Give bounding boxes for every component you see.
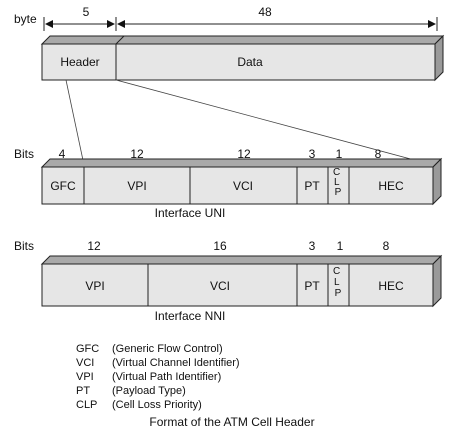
nni-bits-pt: 3 [309, 239, 316, 253]
nni-field-vci: VCI [210, 279, 230, 293]
uni-field-hec: HEC [378, 179, 404, 193]
nni-field-hec: HEC [378, 279, 404, 293]
uni-field-clp: C L P [333, 167, 343, 198]
nni-bits-vci: 16 [213, 239, 227, 253]
nni-box-front-face [41, 263, 434, 307]
expansion-line-right [115, 79, 434, 166]
nni-clp-c: C [333, 266, 340, 277]
uni-field-vpi: VPI [127, 179, 146, 193]
expansion-line-left [65, 79, 85, 166]
uni-clp-l: L [334, 177, 340, 188]
uni-bits-vci: 12 [237, 147, 251, 161]
data-label: Data [237, 55, 263, 69]
nni-caption: Interface NNI [155, 309, 226, 323]
legend-desc-vci: (Virtual Channel Identifier) [112, 357, 240, 369]
nni-bits-hec: 8 [383, 239, 390, 253]
uni-field-pt: PT [304, 179, 320, 193]
uni-box-front-face [41, 166, 434, 205]
uni-clp-c: C [333, 167, 340, 178]
nni-field-pt: PT [304, 279, 320, 293]
nni-clp-p: P [335, 288, 342, 299]
nni-bits-vpi: 12 [87, 239, 101, 253]
uni-bits-vpi: 12 [130, 147, 144, 161]
header-label: Header [60, 55, 99, 69]
header-data-divider-top [115, 35, 125, 45]
uni-bits-pt: 3 [309, 147, 316, 161]
data-size-label: 48 [258, 5, 272, 19]
uni-clp-p: P [335, 187, 342, 198]
nni-header-box: VPI VCI PT C L P HEC [40, 254, 443, 308]
legend-desc-vpi: (Virtual Path Identifier) [112, 371, 221, 383]
legend-abbr-clp: CLP [76, 399, 97, 411]
cell-box-front-face [41, 43, 436, 81]
uni-field-vci: VCI [233, 179, 253, 193]
legend-abbr-vpi: VPI [76, 371, 94, 383]
uni-box-top-face [40, 158, 443, 168]
uni-bits-clp: 1 [336, 147, 343, 161]
nni-field-clp: C L P [333, 266, 343, 299]
nni-bits-clp: 1 [337, 239, 344, 253]
figure-caption: Format of the ATM Cell Header [149, 415, 314, 429]
legend-desc-gfc: (Generic Flow Control) [112, 343, 223, 355]
cell-box-side-face [434, 34, 444, 82]
uni-header-box: GFC VPI VCI PT C L P HEC [40, 157, 443, 206]
uni-field-gfc: GFC [50, 179, 76, 193]
nni-clp-l: L [334, 277, 340, 288]
uni-bits-label: Bits [14, 147, 34, 161]
uni-bits-hec: 8 [375, 147, 382, 161]
nni-field-vpi: VPI [85, 279, 104, 293]
legend-desc-pt: (Payload Type) [112, 385, 186, 397]
cell-box-top-face [40, 35, 445, 45]
header-size-label: 5 [83, 5, 90, 19]
uni-box-side-face [432, 157, 442, 206]
legend-desc-clp: (Cell Loss Priority) [112, 399, 202, 411]
nni-box-side-face [432, 254, 442, 308]
uni-caption: Interface UNI [155, 206, 226, 220]
uni-bits-gfc: 4 [59, 147, 66, 161]
byte-unit-label: byte [14, 12, 37, 26]
nni-box-top-face [40, 255, 443, 265]
nni-bits-label: Bits [14, 239, 34, 253]
legend-abbr-pt: PT [76, 385, 90, 397]
legend-abbr-vci: VCI [76, 357, 94, 369]
legend: GFC (Generic Flow Control) VCI (Virtual … [76, 343, 240, 411]
legend-abbr-gfc: GFC [76, 343, 99, 355]
cell-box: Header Data [40, 34, 445, 82]
